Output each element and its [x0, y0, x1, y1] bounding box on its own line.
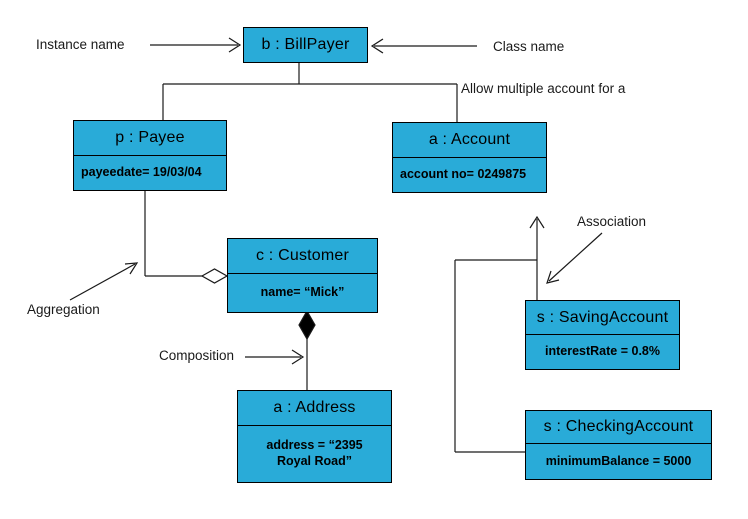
customer-title: c : Customer	[255, 247, 350, 264]
object-node-account: a : Account account no= 0249875	[392, 122, 547, 193]
checkingaccount-title: s : CheckingAccount	[543, 418, 694, 435]
address-attribute: address = “2395 Royal Road”	[238, 425, 391, 482]
account-title: a : Account	[428, 131, 511, 148]
class-name-label: Class name	[493, 39, 565, 54]
association-label: Association	[577, 214, 647, 229]
aggregation-arrowhead	[124, 262, 139, 275]
object-node-checkingaccount: s : CheckingAccount minimumBalance = 500…	[525, 410, 712, 480]
object-node-billpayer: b : BillPayer	[243, 27, 368, 63]
instance-name-arrowhead	[228, 37, 242, 53]
aggregation-label: Aggregation	[27, 302, 100, 317]
object-node-address: a : Address address = “2395 Royal Road”	[237, 390, 392, 483]
object-node-customer: c : Customer name= “Mick”	[227, 238, 378, 313]
allow-multiple-account-label: Allow multiple account for a	[461, 81, 626, 96]
address-title: a : Address	[273, 399, 356, 416]
aggregation-arrow-shaft	[69, 263, 136, 301]
payee-attribute: payeedate= 19/03/04	[74, 155, 226, 190]
savingaccount-attribute: interestRate = 0.8%	[526, 334, 679, 369]
association-up-arrowhead	[529, 215, 545, 229]
object-node-payee: p : Payee payeedate= 19/03/04	[73, 120, 227, 191]
savingaccount-title: s : SavingAccount	[536, 308, 669, 326]
instance-name-label: Instance name	[36, 37, 125, 52]
association-arrow-shaft	[548, 232, 603, 282]
composition-diamond	[298, 309, 316, 341]
payee-title: p : Payee	[115, 129, 185, 146]
association-arrowhead	[546, 270, 560, 284]
customer-attribute: name= “Mick”	[228, 273, 377, 312]
composition-label: Composition	[159, 348, 235, 363]
composition-arrowhead	[291, 349, 305, 365]
object-node-savingaccount: s : SavingAccount interestRate = 0.8%	[525, 300, 680, 370]
aggregation-diamond	[200, 268, 229, 284]
billpayer-title: b : BillPayer	[261, 36, 350, 53]
account-attribute: account no= 0249875	[393, 157, 546, 192]
checkingaccount-attribute: minimumBalance = 5000	[526, 443, 711, 479]
class-name-arrowhead	[370, 38, 384, 54]
